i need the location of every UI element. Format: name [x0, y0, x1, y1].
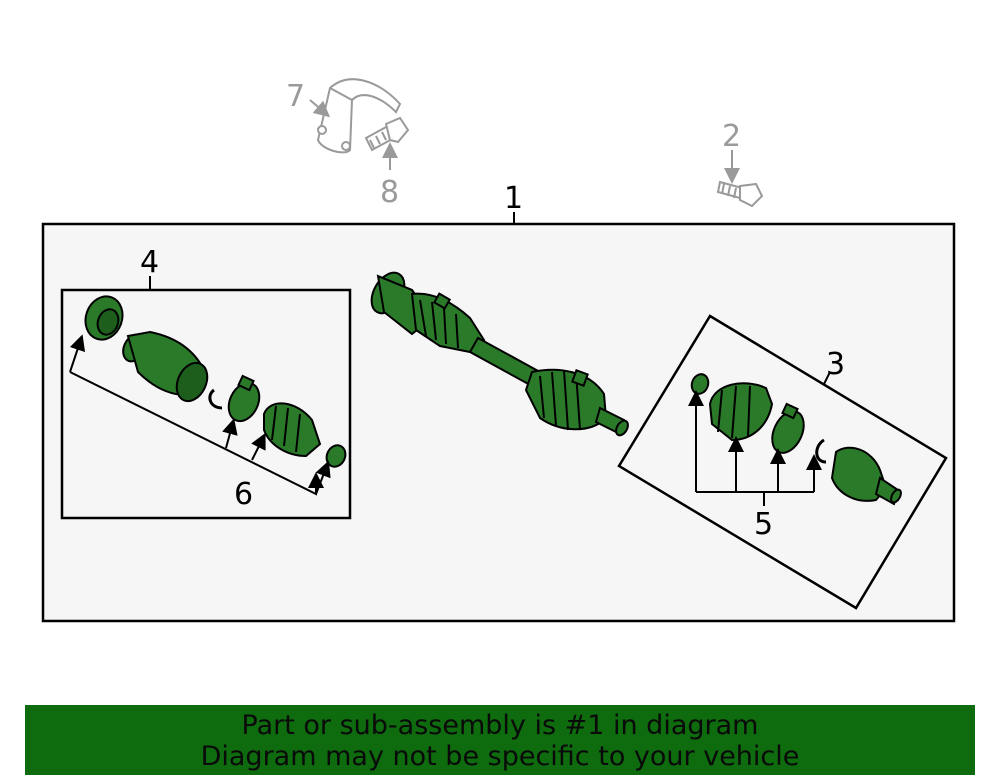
callout-6-arrows [69, 334, 331, 496]
callout-4: 4 [140, 245, 159, 280]
assembly-panel [41, 222, 956, 623]
callout-5-arrows [688, 390, 822, 506]
bolt-part-8 [364, 116, 410, 152]
callout-6: 6 [234, 477, 253, 512]
callout-3: 3 [826, 347, 845, 382]
axle-shaft-assembly [370, 271, 629, 437]
bracket-part-7 [316, 78, 402, 154]
callout-1: 1 [504, 181, 523, 216]
inner-joint-kit-parts [84, 295, 347, 468]
callout-2: 2 [722, 119, 741, 154]
banner-line-2: Diagram may not be specific to your vehi… [200, 741, 800, 772]
callout-5: 5 [754, 507, 773, 542]
banner-line-1: Part or sub-assembly is #1 in diagram [241, 710, 759, 741]
callout-7: 7 [286, 79, 305, 114]
inner-joint-kit-box [60, 288, 352, 520]
callout-3-leader [823, 371, 831, 385]
outer-joint-kit-box [617, 314, 948, 610]
info-banner: Part or sub-assembly is #1 in diagram Di… [25, 705, 975, 775]
bolt-part-2 [716, 180, 764, 208]
outer-joint-kit-parts [690, 373, 902, 506]
callout-7-leader [309, 99, 331, 118]
callout-8: 8 [380, 175, 399, 210]
parts-diagram: 1 7 8 2 4 [41, 78, 956, 623]
